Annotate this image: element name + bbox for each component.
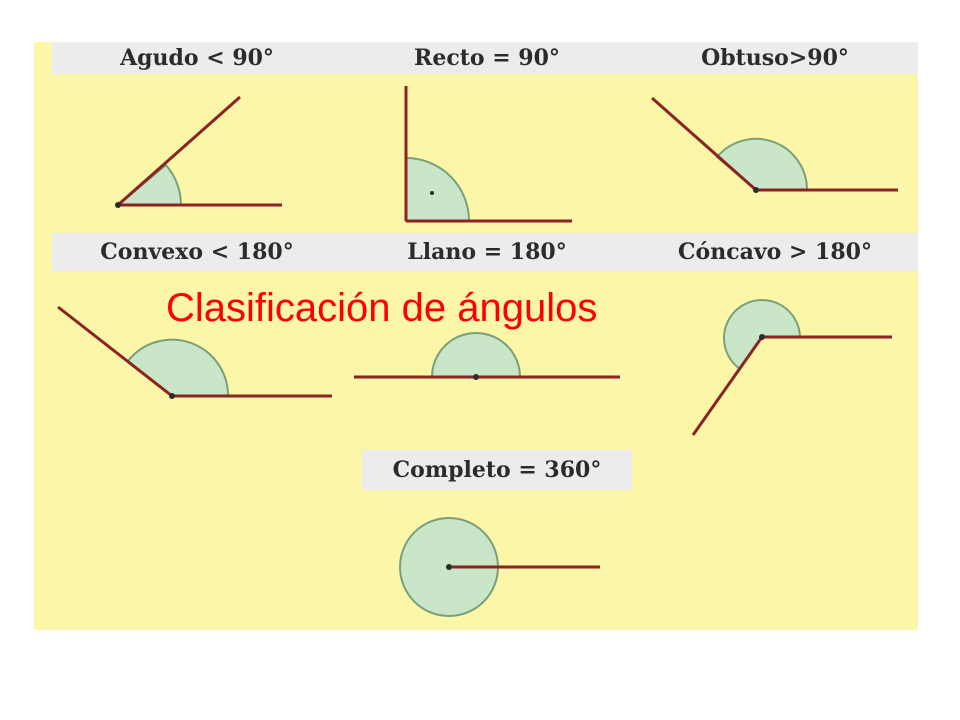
label-obtuso: Obtuso>90°	[632, 42, 918, 74]
label-recto: Recto = 90°	[342, 42, 632, 74]
angle-obtuso-arc	[715, 137, 809, 191]
angle-agudo-arc	[115, 163, 183, 206]
angle-recto	[404, 86, 572, 223]
angle-obtuso-vertex	[753, 187, 759, 193]
angle-llano	[354, 332, 620, 380]
label-completo: Completo = 360°	[362, 450, 632, 490]
angle-agudo-ray-arm	[117, 95, 241, 207]
angle-completo	[399, 517, 600, 617]
angle-obtuso	[651, 96, 898, 193]
angle-agudo-vertex	[115, 202, 121, 208]
angle-completo-vertex	[446, 564, 452, 570]
angle-concavo-ray-arm	[691, 336, 764, 436]
angle-obtuso-ray-arm	[651, 96, 757, 192]
angle-convexo-ray-arm	[57, 305, 173, 398]
angle-recto-center-dot	[430, 191, 434, 195]
angle-recto-arc	[405, 156, 471, 222]
angle-concavo	[691, 299, 892, 436]
label-agudo: Agudo < 90°	[52, 42, 342, 74]
label-llano: Llano = 180°	[342, 233, 632, 271]
label-concavo: Cóncavo > 180°	[632, 233, 918, 271]
angle-agudo	[115, 95, 282, 208]
label-convexo: Convexo < 180°	[52, 233, 342, 271]
angle-llano-vertex	[473, 374, 479, 380]
page-title: Clasificación de ángulos	[166, 286, 598, 330]
angle-convexo-arc	[126, 338, 230, 397]
angle-convexo	[57, 305, 332, 399]
angle-convexo-vertex	[169, 393, 175, 399]
angle-llano-arc	[430, 332, 522, 378]
angle-concavo-vertex	[759, 334, 765, 340]
